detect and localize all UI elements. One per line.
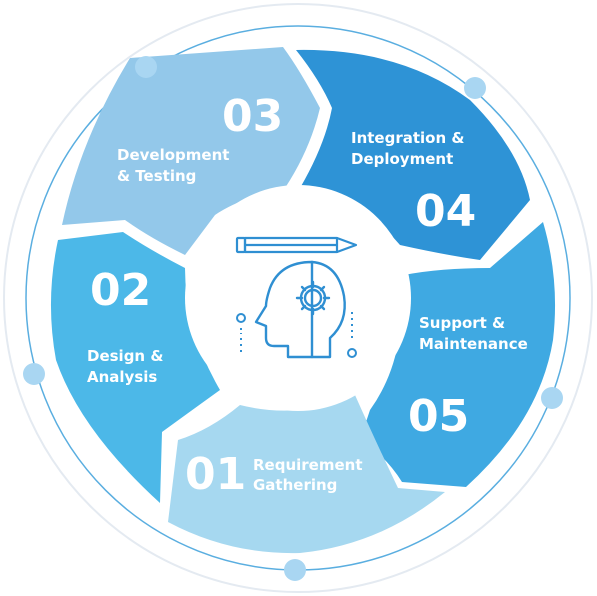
orbit-dot-left <box>23 363 45 385</box>
stage-02-label-line1: Design & <box>87 347 163 365</box>
pencil-icon <box>235 236 358 254</box>
stage-05-label-line1: Support & <box>419 314 505 332</box>
stage-04-label-line2: Deployment <box>351 150 453 168</box>
right-connector-icon <box>347 312 357 358</box>
orbit-dot-bottom <box>284 559 306 581</box>
stage-03-label-line1: Development <box>117 146 229 164</box>
stage-05-number: 05 <box>408 391 469 442</box>
stage-01-label-line1: Requirement <box>253 456 363 474</box>
left-connector-icon <box>236 313 246 356</box>
head-gear-icon <box>254 260 346 359</box>
orbit-dot-top <box>135 56 157 78</box>
stage-04: Integration & Deployment 04 <box>296 49 530 260</box>
stage-02-label-line2: Analysis <box>87 368 157 386</box>
stage-03-label-line2: & Testing <box>117 167 196 185</box>
stage-02: 02 Design & Analysis <box>50 232 221 503</box>
stage-02-shape <box>50 232 221 503</box>
stage-01-label-line2: Gathering <box>253 476 337 494</box>
stage-01-number: 01 <box>185 449 246 500</box>
orbit-dot-right <box>541 387 563 409</box>
stage-04-number: 04 <box>415 186 476 237</box>
stage-05-label-line2: Maintenance <box>419 335 528 353</box>
stage-03-number: 03 <box>222 91 283 142</box>
stage-04-shape <box>296 49 530 260</box>
stage-03: 03 Development & Testing <box>62 47 320 255</box>
orbit-dot-top-right <box>464 77 486 99</box>
stage-02-number: 02 <box>90 265 151 316</box>
stage-01-shape <box>168 395 445 554</box>
stage-03-shape <box>62 47 320 255</box>
stage-04-label-line1: Integration & <box>351 129 464 147</box>
stage-01: 01 Requirement Gathering <box>168 395 445 554</box>
